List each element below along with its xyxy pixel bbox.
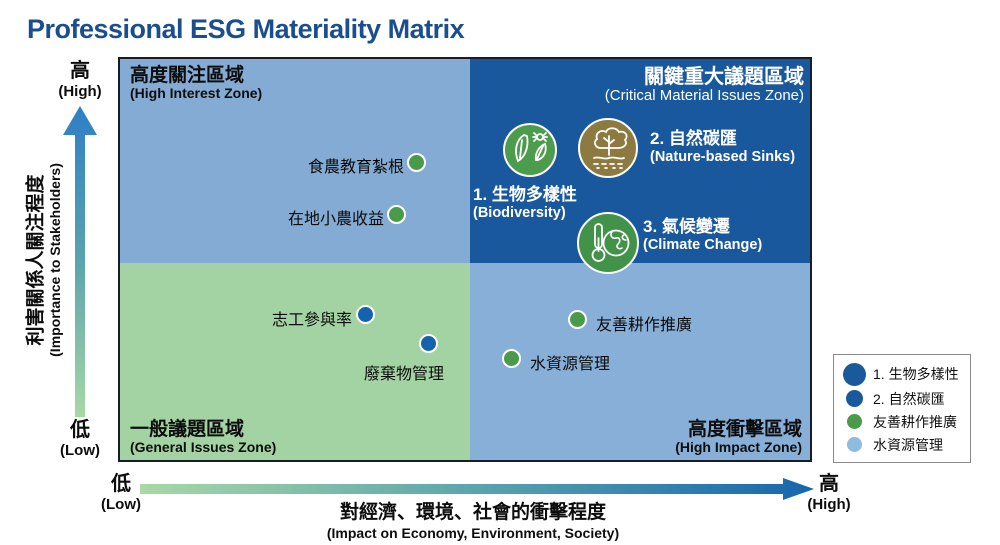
x-axis-title-en: (Impact on Economy, Environment, Society… — [326, 524, 620, 541]
point-friendly-farming — [568, 310, 587, 329]
point-water-management — [502, 349, 521, 368]
key-issue-biodiversity-label: 1. 生物多樣性 (Biodiversity) — [473, 185, 577, 221]
x-axis-low-label: 低 (Low) — [101, 473, 141, 513]
key-issue-climate-label: 3. 氣候變遷 (Climate Change) — [643, 217, 763, 253]
zone-title-high-impact: 高度衝擊區域 (High Impact Zone) — [675, 419, 802, 456]
key-issue-sinks-label: 2. 自然碳匯 (Nature-based Sinks) — [650, 129, 796, 165]
legend-item-sinks: 2. 自然碳匯 — [842, 389, 962, 409]
tree-and-soil-icon — [578, 118, 638, 178]
y-axis-arrow — [63, 106, 97, 417]
y-axis-high-label: 高 (High) — [58, 60, 102, 100]
point-local-farmer-income — [387, 205, 406, 224]
legend-box: 1. 生物多樣性 2. 自然碳匯 友善耕作推廣 水資源管理 — [833, 354, 971, 463]
point-label: 廢棄物管理 — [363, 366, 444, 383]
quadrant-general-issues: 一般議題區域 (General Issues Zone) — [120, 263, 470, 460]
quadrant-high-impact: 高度衝擊區域 (High Impact Zone) — [470, 263, 810, 460]
zone-title-general-issues: 一般議題區域 (General Issues Zone) — [130, 419, 277, 456]
thermometer-and-globe-icon — [577, 212, 639, 274]
leaf-and-bug-icon — [503, 123, 557, 177]
legend-item-friendly-farming: 友善耕作推廣 — [842, 412, 962, 432]
y-axis-title-en: (Importance to Stakeholders) — [47, 163, 63, 357]
x-axis-title-zh: 對經濟、環境、社會的衝擊程度 — [339, 502, 606, 523]
x-axis-title: 對經濟、環境、社會的衝擊程度 (Impact on Economy, Envir… — [173, 502, 773, 542]
legend-dot-medium-blue — [845, 390, 863, 407]
point-label: 水資源管理 — [530, 356, 611, 373]
point-label: 友善耕作推廣 — [596, 317, 693, 334]
page-title: Professional ESG Materiality Matrix — [27, 14, 465, 44]
x-axis-arrow — [140, 478, 814, 500]
materiality-matrix: 高度關注區域 (High Interest Zone) 關鍵重大議題區域 (Cr… — [118, 57, 812, 462]
y-axis-low-label: 低 (Low) — [60, 419, 100, 459]
legend-item-biodiversity: 1. 生物多樣性 — [842, 362, 962, 386]
point-label: 食農教育紮根 — [307, 159, 404, 176]
point-label: 在地小農收益 — [287, 211, 384, 228]
x-axis-high-label: 高 (High) — [807, 473, 851, 513]
zone-title-high-interest: 高度關注區域 (High Interest Zone) — [130, 65, 263, 102]
legend-dot-large-blue — [842, 362, 866, 386]
point-food-agri-education — [407, 153, 426, 172]
zone-title-critical-issues: 關鍵重大議題區域 (Critical Material Issues Zone) — [604, 66, 804, 105]
y-axis-title-zh: 利害關係人關注程度 — [25, 174, 47, 346]
point-volunteer-rate — [356, 305, 375, 324]
legend-dot-green — [846, 414, 862, 429]
legend-dot-light-blue — [846, 437, 862, 452]
point-label: 志工參與率 — [271, 312, 352, 329]
point-waste-management — [419, 334, 438, 353]
legend-item-water-management: 水資源管理 — [842, 435, 962, 455]
